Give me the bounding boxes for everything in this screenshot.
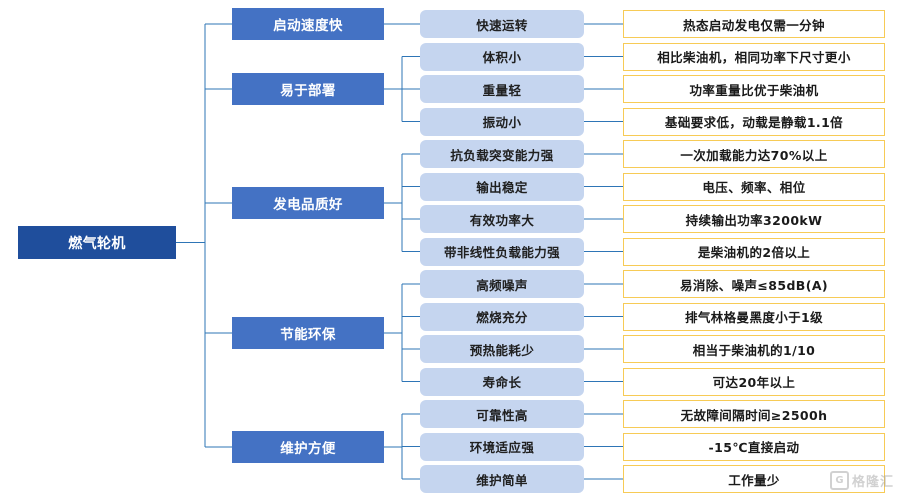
- detail-node-1-2[interactable]: 基础要求低，动载是静载1.1倍: [623, 107, 885, 136]
- feature-node-2-1[interactable]: 输出稳定: [420, 172, 584, 201]
- feature-node-2-0[interactable]: 抗负载突变能力强: [420, 140, 584, 168]
- branch-node-3[interactable]: 节能环保: [232, 317, 384, 349]
- feature-node-1-0[interactable]: 体积小: [420, 42, 584, 71]
- detail-node-4-0[interactable]: 无故障间隔时间≥2500h: [623, 400, 885, 428]
- feature-node-2-3[interactable]: 带非线性负载能力强: [420, 237, 584, 266]
- feature-node-4-0[interactable]: 可靠性高: [420, 400, 584, 428]
- feature-node-3-0[interactable]: 高频噪声: [420, 270, 584, 298]
- root-node[interactable]: 燃气轮机: [18, 226, 176, 259]
- branch-node-4[interactable]: 维护方便: [232, 431, 384, 463]
- detail-node-0-0[interactable]: 热态启动发电仅需一分钟: [623, 10, 885, 38]
- branch-node-1[interactable]: 易于部署: [232, 73, 384, 105]
- feature-node-1-2[interactable]: 振动小: [420, 107, 584, 136]
- detail-node-3-1[interactable]: 排气林格曼黑度小于1级: [623, 302, 885, 331]
- feature-node-3-2[interactable]: 预热能耗少: [420, 335, 584, 363]
- detail-node-4-2[interactable]: 工作量少: [623, 465, 885, 493]
- feature-node-2-2[interactable]: 有效功率大: [420, 205, 584, 233]
- feature-node-0-0[interactable]: 快速运转: [420, 10, 584, 38]
- feature-node-4-2[interactable]: 维护简单: [420, 465, 584, 493]
- detail-node-1-1[interactable]: 功率重量比优于柴油机: [623, 75, 885, 103]
- detail-node-2-2[interactable]: 持续输出功率3200kW: [623, 205, 885, 233]
- detail-node-3-2[interactable]: 相当于柴油机的1/10: [623, 335, 885, 363]
- feature-node-3-3[interactable]: 寿命长: [420, 367, 584, 396]
- detail-node-2-3[interactable]: 是柴油机的2倍以上: [623, 237, 885, 266]
- feature-node-1-1[interactable]: 重量轻: [420, 75, 584, 103]
- detail-node-3-0[interactable]: 易消除、噪声≤85dB(A): [623, 270, 885, 298]
- feature-node-4-1[interactable]: 环境适应强: [420, 432, 584, 461]
- detail-node-2-1[interactable]: 电压、频率、相位: [623, 172, 885, 201]
- feature-node-3-1[interactable]: 燃烧充分: [420, 302, 584, 331]
- detail-node-1-0[interactable]: 相比柴油机，相同功率下尺寸更小: [623, 42, 885, 71]
- detail-node-4-1[interactable]: -15℃直接启动: [623, 432, 885, 461]
- branch-node-2[interactable]: 发电品质好: [232, 187, 384, 219]
- detail-node-3-3[interactable]: 可达20年以上: [623, 367, 885, 396]
- branch-node-0[interactable]: 启动速度快: [232, 8, 384, 40]
- detail-node-2-0[interactable]: 一次加载能力达70%以上: [623, 140, 885, 168]
